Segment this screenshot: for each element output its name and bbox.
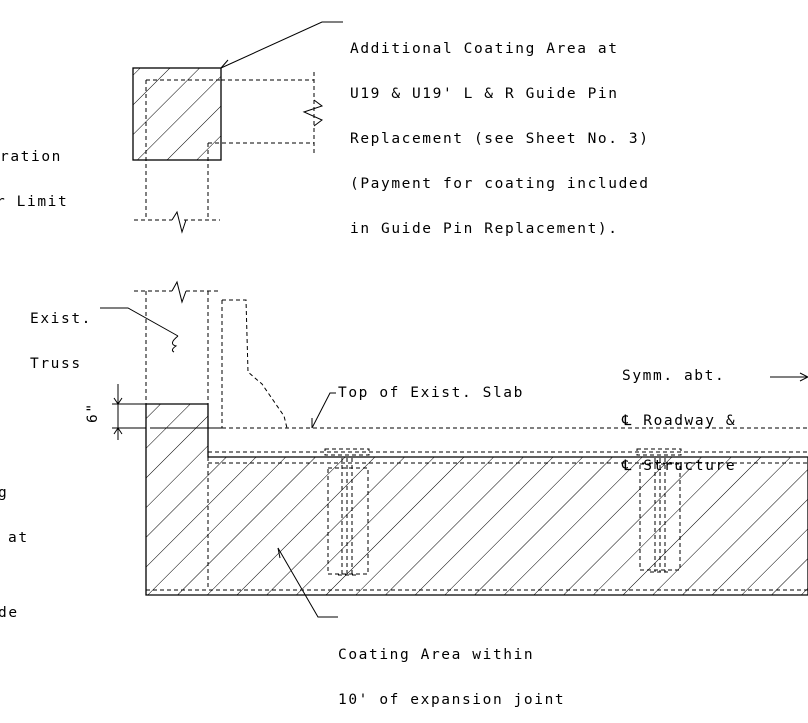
dimension-lines xyxy=(112,384,222,440)
coating-area-slab xyxy=(145,403,808,596)
upper-truss-member xyxy=(134,72,315,221)
slab-dashed-outline xyxy=(146,299,808,591)
leader-lines xyxy=(100,21,808,618)
coating-detail-drawing xyxy=(100,21,808,618)
symmetry-line3: ℄ Structure xyxy=(622,458,737,474)
left-top-note: ration r Limit xyxy=(0,120,68,225)
guide-pin-note-line1: Additional Coating Area at xyxy=(350,41,619,57)
dimension-label: 6" xyxy=(85,402,101,423)
top-slab-label: Top of Exist. Slab xyxy=(338,385,524,401)
break-lines xyxy=(171,99,324,304)
coating-joint-line2: 10' of expansion joint xyxy=(338,692,566,708)
guide-pin-note: Additional Coating Area at U19 & U19' L … xyxy=(350,12,650,252)
coating-joint-line1: Coating Area within xyxy=(338,647,535,663)
left-mid-line2: at xyxy=(8,530,29,546)
left-top-note-line1: ration xyxy=(0,149,62,165)
left-mid-note: g at de xyxy=(0,456,29,636)
symmetry-line1: Symm. abt. xyxy=(622,368,726,384)
guide-pin-block xyxy=(132,67,222,161)
left-mid-line4: de xyxy=(0,605,19,621)
guide-pin-note-line2: U19 & U19' L & R Guide Pin xyxy=(350,86,619,102)
exist-truss-label: Exist. Truss xyxy=(30,282,92,387)
guide-pin-note-line5: in Guide Pin Replacement). xyxy=(350,221,619,237)
coating-joint-note: Coating Area within 10' of expansion joi… xyxy=(338,618,565,723)
left-top-note-line2: r Limit xyxy=(0,194,69,210)
exist-truss-line2: Truss xyxy=(30,356,82,372)
guide-pin-note-line4: (Payment for coating included xyxy=(350,176,650,192)
left-mid-line1: g xyxy=(0,485,9,501)
symmetry-note: Symm. abt. ℄ Roadway & ℄ Structure xyxy=(622,339,736,489)
symmetry-line2: ℄ Roadway & xyxy=(622,413,737,429)
guide-pin-note-line3: Replacement (see Sheet No. 3) xyxy=(350,131,650,147)
exist-truss-line1: Exist. xyxy=(30,311,92,327)
lower-truss-member xyxy=(134,290,220,404)
